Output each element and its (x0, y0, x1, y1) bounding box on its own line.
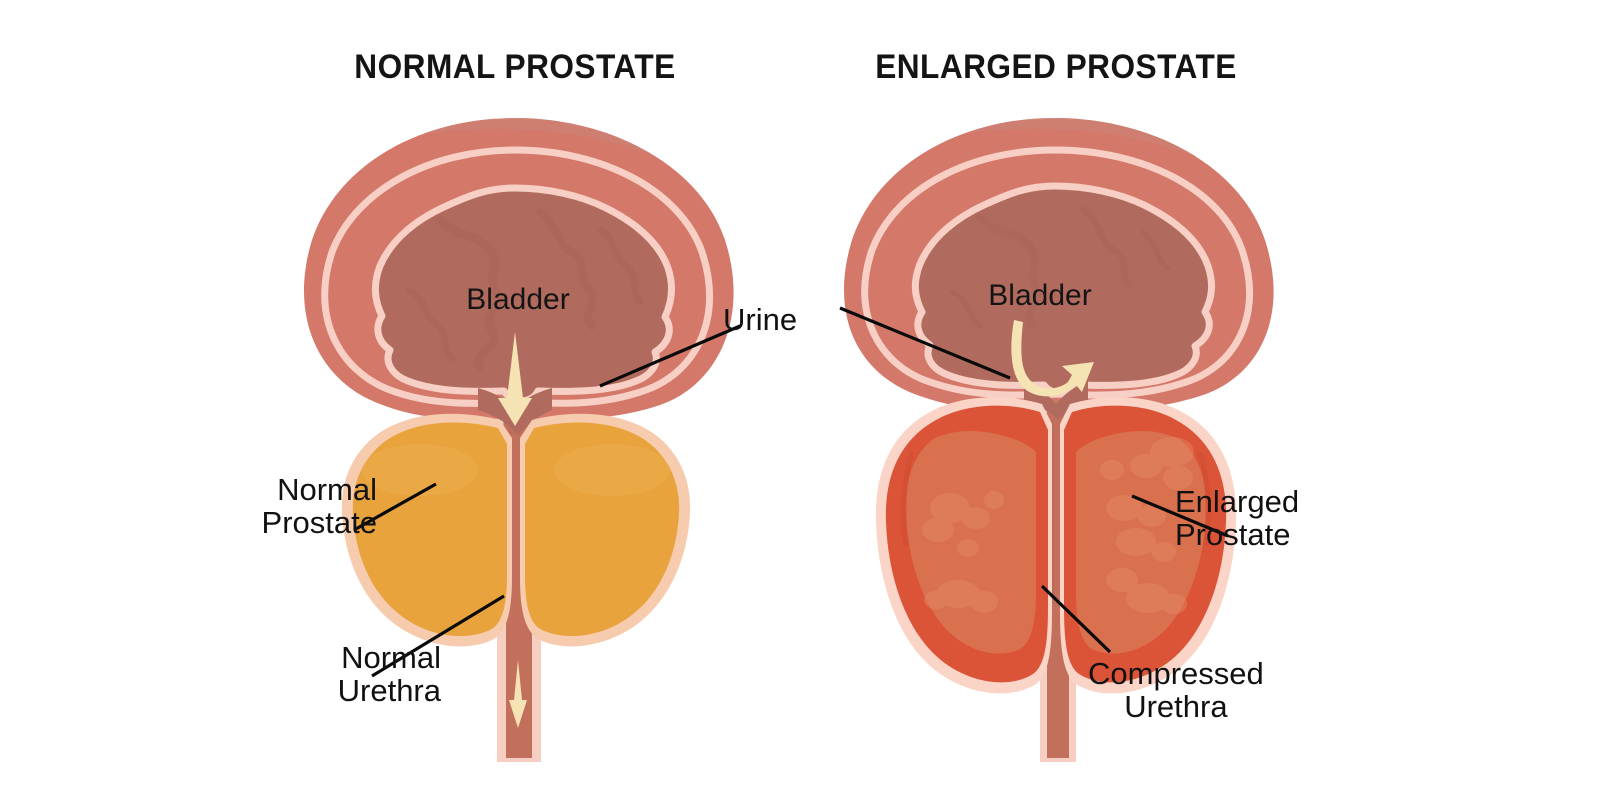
bladder-enlarged (843, 118, 1274, 420)
lobe-highlight (554, 444, 670, 496)
nodule-cluster (1100, 437, 1194, 614)
right-lobe-nodular-tissue (1076, 430, 1207, 654)
urine-flow-arrow-blocked (1011, 320, 1094, 397)
normal-prostate-figure (303, 118, 741, 762)
enlarged-prostate-label-line1: Enlarged (1175, 484, 1300, 519)
lobe-shadow-line (1197, 451, 1211, 547)
left-lobe-nodular-tissue (905, 430, 1036, 654)
lumen-texture (536, 208, 597, 330)
normal-prostate-label-line1: Normal (277, 472, 377, 507)
leader-line-urine-left (599, 324, 741, 388)
compressed-urethra-label-line2: Urethra (1124, 689, 1228, 725)
lumen-texture (404, 286, 456, 362)
prostate-right-lobe (525, 422, 680, 637)
enlarged-prostate-figure (839, 118, 1274, 762)
normal-urethra-label-line1: Normal (341, 640, 441, 675)
normal-urethra-label-line2: Urethra (337, 673, 441, 709)
lumen-texture (976, 214, 1043, 330)
leader-line-normal-prostate (353, 482, 437, 532)
leader-line-urine-right (839, 306, 1011, 380)
normal-prostate-group (341, 413, 691, 647)
lobe-shadow-line (901, 451, 915, 547)
urine-flow-arrow-normal (498, 332, 532, 426)
lumen-texture (1139, 229, 1171, 271)
bladder-lumen (911, 182, 1216, 397)
urine-arrow-glyph-curved (1011, 320, 1094, 397)
urine-label: Urine (723, 302, 798, 337)
urine-arrow-glyph (498, 332, 532, 426)
lumen-texture (1080, 206, 1134, 290)
leader-line-compressed-urethra (1040, 584, 1112, 654)
bladder-normal (303, 118, 734, 436)
normal-prostate-label-line2: Prostate (261, 505, 377, 541)
urethra-flow-arrow (509, 660, 527, 728)
lumen-texture (949, 289, 983, 329)
panel-title-normal: NORMAL PROSTATE (354, 48, 676, 86)
lobe-highlight (362, 444, 478, 496)
panel-title-enlarged: ENLARGED PROSTATE (875, 48, 1237, 86)
compressed-urethra-label-line1: Compressed (1088, 656, 1264, 691)
lumen-texture (596, 226, 644, 306)
lumen-texture (435, 215, 503, 373)
leader-line-normal-urethra (371, 594, 505, 678)
leader-line-enlarged-prostate (1131, 494, 1229, 538)
nodule-cluster (922, 491, 1004, 613)
enlarged-prostate-label-line2: Prostate (1175, 517, 1291, 553)
enlarged-prostate-group (875, 397, 1237, 694)
prostate-left-lobe (352, 422, 507, 637)
